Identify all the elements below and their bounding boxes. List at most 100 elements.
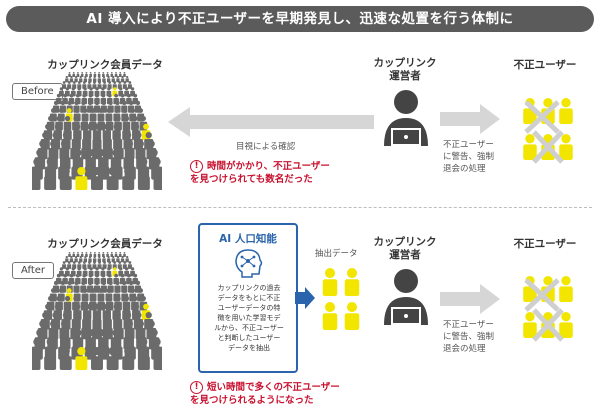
- member-icon: [97, 81, 102, 89]
- fraud-user-icon: [559, 312, 573, 338]
- cross-mark: [532, 308, 564, 342]
- member-icon: [120, 75, 125, 83]
- section-divider: [8, 207, 592, 208]
- member-icon: [123, 252, 126, 257]
- member-icon: [97, 75, 101, 83]
- arrow-right-grey-before: [440, 104, 500, 134]
- member-icon: [153, 167, 162, 190]
- member-icon: [92, 140, 102, 160]
- member-icon: [32, 347, 41, 370]
- member-icon: [68, 252, 71, 257]
- member-icon: [127, 261, 132, 269]
- member-icon: [69, 75, 74, 83]
- member-icon: [111, 75, 115, 83]
- operator-icon-after: [384, 269, 428, 325]
- fraud-user-icon: [559, 276, 573, 302]
- member-icon: [114, 252, 118, 257]
- fraud-users-after: [523, 276, 573, 342]
- member-icon: [92, 320, 102, 340]
- member-icon: [74, 75, 78, 83]
- fraud-user-icon: [75, 167, 88, 190]
- fraud-user-icon: [559, 98, 573, 124]
- warning-icon: !: [190, 160, 203, 173]
- member-icon: [93, 75, 97, 83]
- member-icon: [118, 72, 122, 77]
- member-icon: [92, 261, 97, 269]
- member-icon: [65, 255, 69, 263]
- member-icon: [62, 261, 67, 269]
- member-icon: [120, 255, 125, 263]
- member-icon: [122, 167, 135, 190]
- extracted-user-icon: [322, 268, 338, 296]
- member-icon: [59, 347, 72, 370]
- member-icon: [122, 347, 135, 370]
- before-problem-text: 時間がかかり、不正ユーザー を見つけられても数名だった: [190, 161, 330, 185]
- after-result: !短い時間で多くの不正ユーザー を見つけられるようになった: [190, 381, 340, 407]
- member-icon: [111, 255, 115, 263]
- member-icon: [93, 100, 101, 113]
- fraud-users-before: [523, 98, 573, 164]
- visual-check-label: 目視による確認: [236, 142, 296, 152]
- operator-icon-before: [384, 90, 428, 146]
- member-icon: [76, 72, 80, 77]
- after-tag: After: [12, 262, 55, 279]
- member-icon: [116, 75, 120, 83]
- member-icon: [106, 167, 119, 190]
- member-icon: [127, 81, 132, 89]
- ai-description: カップリンクの過去 データをもとに不正 ユーザーデータの特 徴を用いた学習モデ …: [214, 284, 284, 352]
- member-icon: [32, 167, 41, 190]
- extracted-user-icon: [322, 302, 338, 330]
- crowd-after: [32, 252, 162, 370]
- member-icon: [68, 72, 71, 77]
- fraud-user-icon: [559, 134, 573, 160]
- member-icon: [118, 252, 122, 257]
- extracted-users: [322, 268, 360, 330]
- member-icon: [69, 255, 74, 263]
- before-problem: !時間がかかり、不正ユーザー を見つけられても数名だった: [190, 160, 330, 186]
- before-tag: Before: [12, 83, 63, 100]
- member-icon: [92, 81, 97, 89]
- member-icon: [97, 261, 102, 269]
- member-icon: [74, 255, 78, 263]
- member-icon: [137, 347, 150, 370]
- operator-label-after: カップリンク 運営者: [373, 236, 437, 261]
- page-title: AI 導入により不正ユーザーを早期発見し、迅速な処置を行う体制に: [6, 6, 594, 32]
- member-icon: [132, 273, 139, 285]
- cross-mark: [532, 130, 564, 164]
- member-icon: [153, 347, 162, 370]
- member-icon: [79, 75, 83, 83]
- extracted-user-icon: [344, 268, 360, 296]
- member-icon: [137, 167, 150, 190]
- arrow-left-grey: [168, 107, 374, 137]
- member-icon: [93, 280, 101, 293]
- after-result-text: 短い時間で多くの不正ユーザー を見つけられるようになった: [190, 382, 340, 406]
- member-icon: [72, 72, 76, 77]
- before-action: 不正ユーザー に警告、強制 退会の処理: [443, 140, 495, 174]
- ai-box: AI 人口知能 カップリンクの過去 データをもとに不正 ユーザーデータの特 徴を…: [198, 223, 298, 373]
- member-icon: [44, 167, 57, 190]
- extracted-user-icon: [344, 302, 360, 330]
- member-icon: [91, 347, 103, 370]
- ai-title: AI 人口知能: [219, 233, 277, 245]
- fraud-user-icon: [523, 312, 537, 338]
- members-label-after: カップリンク会員データ: [47, 238, 163, 250]
- after-action: 不正ユーザー に警告、強制 退会の処理: [443, 320, 495, 354]
- member-icon: [106, 347, 119, 370]
- operator-label-before: カップリンク 運営者: [373, 57, 437, 82]
- arrow-right-blue: [295, 287, 315, 309]
- fraud-label-after: 不正ユーザー: [513, 238, 577, 250]
- member-icon: [125, 255, 129, 263]
- members-label-before: カップリンク会員データ: [47, 59, 163, 71]
- member-icon: [62, 81, 67, 89]
- ai-brain-icon: [235, 249, 263, 278]
- member-icon: [79, 255, 83, 263]
- fraud-user-icon: [523, 134, 537, 160]
- member-icon: [91, 167, 103, 190]
- cross-mark: [524, 100, 560, 134]
- warning-icon: !: [190, 381, 203, 394]
- member-icon: [93, 255, 97, 263]
- member-icon: [123, 72, 126, 77]
- extracted-label: 抽出データ: [315, 249, 358, 259]
- member-icon: [65, 75, 69, 83]
- member-icon: [125, 75, 129, 83]
